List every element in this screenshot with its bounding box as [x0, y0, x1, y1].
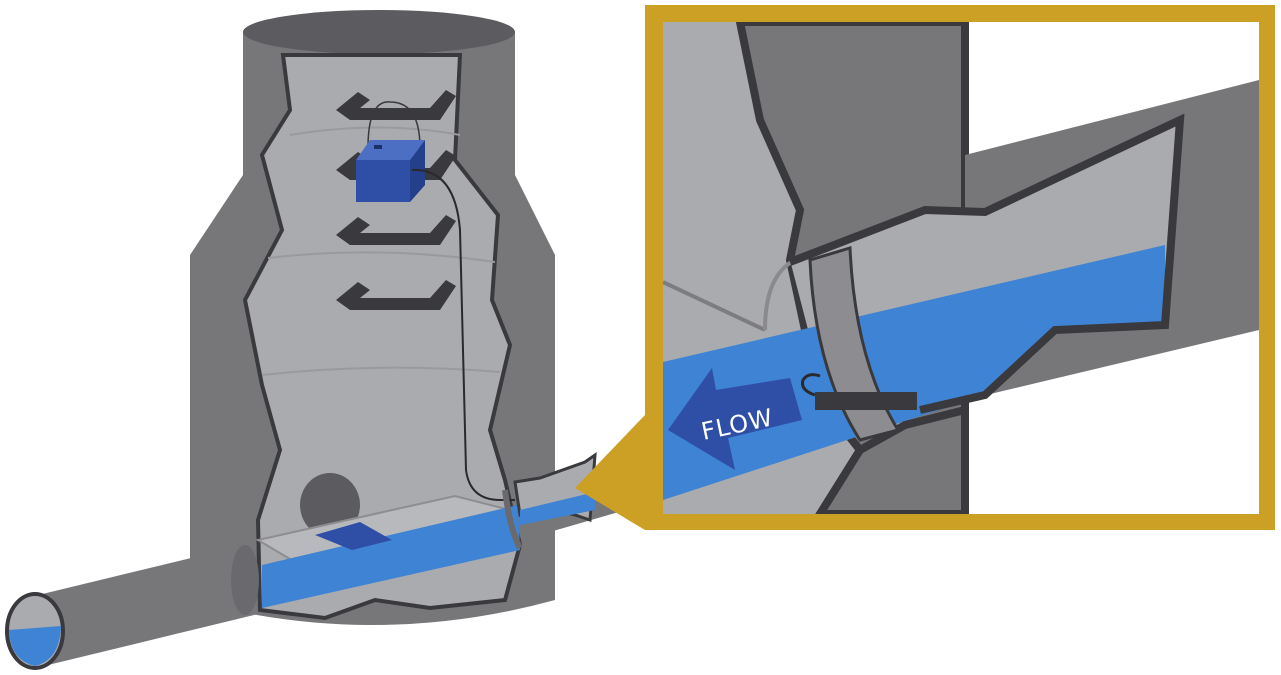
- sensor-cable: [411, 168, 515, 501]
- pipe-water: [663, 245, 1165, 500]
- callout-pointer: [575, 415, 645, 530]
- flow-arrow-icon: FLOW: [668, 368, 802, 470]
- sensor-box-icon: [356, 101, 515, 501]
- depth-sensor-icon: [801, 373, 917, 410]
- manhole-interior: [242, 53, 523, 621]
- ladder-rung-icon: [336, 215, 456, 245]
- ladder-rung-icon: [336, 90, 456, 120]
- inflow-pipe: [5, 545, 259, 670]
- ladder-rung-icon: [336, 280, 456, 310]
- detail-inset: FLOW: [645, 5, 1275, 530]
- pipe-connection: [502, 451, 597, 550]
- manhole-opening: [243, 10, 515, 54]
- channel-water: [262, 505, 520, 608]
